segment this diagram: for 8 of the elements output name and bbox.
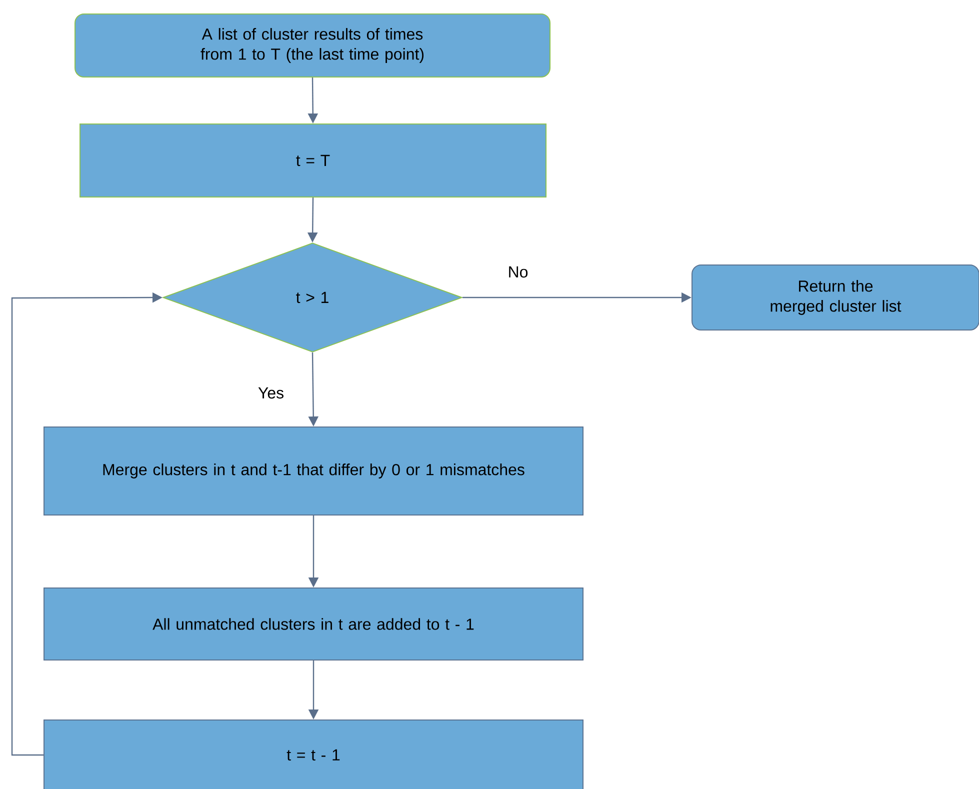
process-box: t = t - 1 <box>44 720 584 789</box>
process-box: Merge clusters in t and t-1 that differ by 0 or 1 mismatches <box>44 426 584 516</box>
end-box: Return the merged cluster list <box>692 264 979 330</box>
process-box: All unmatched clusters in t are added to t - 1 <box>44 588 584 660</box>
process-box: t = T <box>80 124 546 198</box>
edge-label: Yes <box>256 385 286 401</box>
start-box: A list of cluster results of times from 1 to T (the last time point) <box>74 14 550 78</box>
edge-label: No <box>506 264 530 280</box>
